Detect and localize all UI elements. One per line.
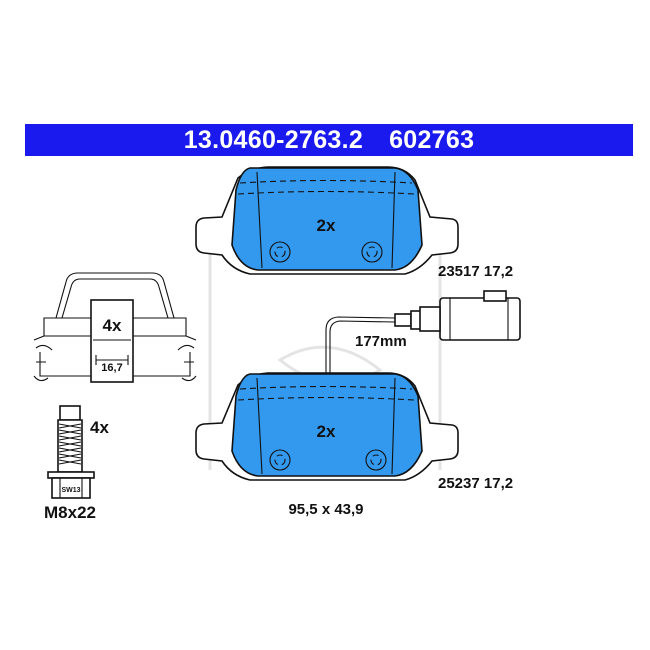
retaining-clip (33, 272, 197, 383)
part-number: 13.0460-2763.2 (183, 125, 364, 154)
sensor-cable (325, 316, 396, 373)
pad-dimensions: 95,5 x 43,9 (288, 501, 363, 518)
pad-bottom-quantity: 2x (317, 422, 336, 441)
brake-pad-top: 2x (195, 166, 459, 275)
piston-circle-right (361, 241, 383, 263)
header-bar: 13.0460-2763.2 602763 (25, 124, 633, 156)
clip-dimension: 16,7 (101, 362, 122, 374)
piston-circle-left (269, 241, 291, 263)
mounting-bolt (47, 405, 95, 499)
pad-top-quantity: 2x (317, 216, 336, 235)
pad-bottom-code: 25237 17,2 (438, 475, 513, 492)
bolt-spanner-size: SW13 (61, 487, 80, 494)
bolt-quantity: 4x (90, 418, 109, 437)
sensor-length: 177mm (355, 333, 407, 350)
wear-sensor (325, 290, 521, 373)
pad-top-code: 23517 17,2 (438, 263, 513, 280)
clip-quantity: 4x (103, 316, 122, 335)
bolt-head (51, 477, 91, 499)
ref-number: 602763 (389, 125, 475, 154)
brake-pad-bottom: 2x (195, 372, 459, 481)
bolt-thread: M8x22 (44, 503, 96, 522)
clip-center-tab (90, 299, 134, 383)
friction-material-top (231, 167, 423, 271)
